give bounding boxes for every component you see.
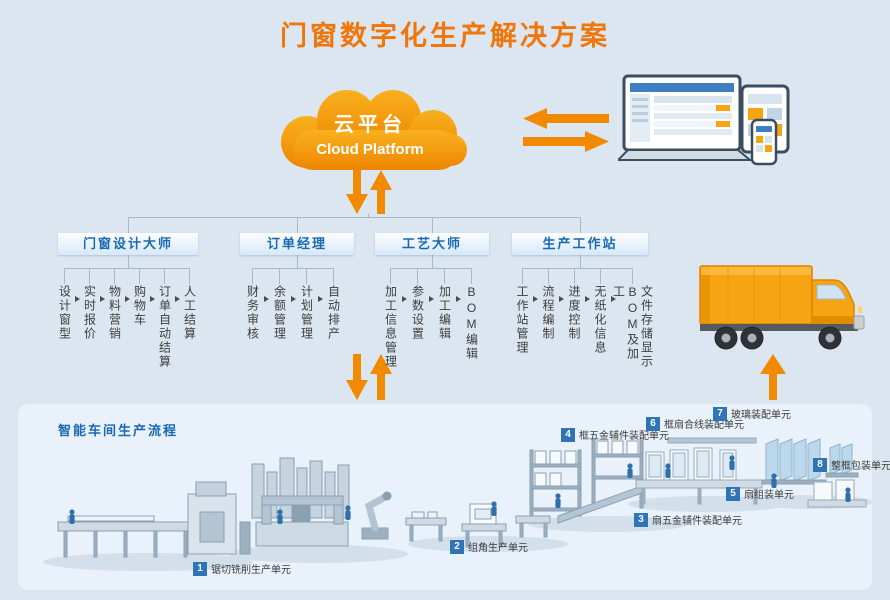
truck-illustration [699, 265, 865, 350]
tree-leaf: 文件存储显示BOM及加工 [611, 285, 654, 369]
tree-leaf: 实时报价 [77, 285, 105, 369]
tree-leaf: 加工信息管理 [377, 285, 407, 369]
unit-number-badge: 8 [813, 457, 827, 472]
tree-leaf: 物料营销 [102, 285, 130, 369]
factory-illustration [43, 437, 872, 571]
flow-arrow-icon [429, 296, 434, 302]
devices-illustration [618, 74, 790, 166]
unit-number-badge: 2 [450, 539, 464, 554]
tree-leaf: 订单自动结算 [152, 285, 180, 369]
workshop-unit-6: 6 框扇合线装配单元 [646, 416, 744, 431]
branch-label: 工艺大师 [401, 236, 462, 251]
flow-arrow-icon [611, 296, 616, 302]
flow-arrow-icon [125, 296, 130, 302]
flow-arrow-icon [585, 296, 590, 302]
tree-leaf: 流程编制 [535, 285, 564, 369]
tree-leaf: BOM编辑 [464, 285, 479, 361]
flow-arrow-icon [264, 296, 269, 302]
flow-arrow-icon [533, 296, 538, 302]
children-process-master: 加工信息管理 参数设置 加工编辑 BOM编辑 [377, 285, 485, 369]
unit-number-badge: 1 [193, 561, 207, 576]
page-title: 门窗数字化生产解决方案 [280, 21, 610, 51]
cloud-platform: 云平台 Cloud Platform [265, 82, 475, 178]
tree-leaf: 加工编辑 [431, 285, 461, 369]
branch-process-master: 工艺大师 [375, 233, 489, 255]
workshop-unit-2: 2 组角生产单元 [450, 539, 528, 554]
tree-leaf: 余额管理 [266, 285, 296, 341]
branch-label: 订单经理 [266, 236, 327, 251]
flow-arrow-icon [402, 296, 407, 302]
flow-arrow-icon [318, 296, 323, 302]
workshop-unit-3: 3 扇五金辅件装配单元 [634, 512, 742, 527]
workshop-unit-1: 1 锯切铣削生产单元 [193, 561, 291, 576]
branch-order-manager: 订单经理 [240, 233, 354, 255]
workshop-title: 智能车间生产流程 [58, 423, 179, 438]
unit-number-badge: 6 [646, 416, 660, 431]
sync-arrows-cloud-tree-icon [346, 170, 392, 214]
unit-label: 整框包装单元 [831, 461, 890, 472]
cloud-title-cn: 云平台 [334, 114, 406, 136]
unit-label: 组角生产单元 [468, 543, 528, 554]
branch-door-window-design-master: 门窗设计大师 [58, 233, 198, 255]
sync-arrows-cloud-devices-icon [523, 108, 609, 152]
branch-label: 门窗设计大师 [82, 236, 173, 251]
flow-arrow-icon [175, 296, 180, 302]
sync-arrows-tree-workshop-icon [346, 354, 392, 400]
cloud-title-en: Cloud Platform [316, 141, 424, 158]
workshop-unit-4: 4 框五金辅件装配单元 [561, 427, 669, 442]
unit-number-badge: 5 [726, 486, 740, 501]
branch-label: 生产工作站 [542, 236, 618, 251]
flow-arrow-icon [150, 296, 155, 302]
tree-leaf: 计划管理 [293, 285, 323, 341]
unit-label: 扇组装单元 [744, 490, 794, 501]
workshop-panel: 智能车间生产流程 1 锯切铣削生产单元 2 组角生产单元 3 扇五金辅件装配单元… [18, 404, 890, 590]
flow-arrow-icon [75, 296, 80, 302]
tree-leaf: 财务审核 [239, 285, 269, 341]
unit-number-badge: 3 [634, 512, 648, 527]
children-production-workstation: 工作站管理 流程编制 进度控制 无纸化信息 文件存储显示BOM及加工 [509, 285, 654, 369]
flow-arrow-icon [100, 296, 105, 302]
unit-number-badge: 4 [561, 427, 575, 442]
unit-label: 锯切铣削生产单元 [211, 565, 291, 576]
tree-leaf: 无纸化信息 [587, 285, 616, 369]
tree-leaf: 进度控制 [561, 285, 590, 369]
unit-label: 框五金辅件装配单元 [579, 431, 669, 442]
flow-arrow-icon [291, 296, 296, 302]
cloud-icon [281, 90, 467, 170]
unit-number-badge: 7 [713, 406, 727, 421]
flow-arrow-icon [456, 296, 461, 302]
workshop-unit-7: 7 玻璃装配单元 [713, 406, 791, 421]
workshop-unit-5: 5 扇组装单元 [726, 486, 794, 501]
unit-label: 框扇合线装配单元 [664, 420, 744, 431]
arrow-workshop-truck-icon [760, 354, 786, 400]
tree-leaf: 人工结算 [182, 285, 197, 341]
tree-leaf: 参数设置 [404, 285, 434, 369]
branch-production-workstation: 生产工作站 [512, 233, 648, 255]
children-design-master: 设计窗型 实时报价 物料营销 购物车 订单自动结算 人工结算 [52, 285, 202, 369]
tree-leaf: 购物车 [127, 285, 155, 369]
flow-arrow-icon [559, 296, 564, 302]
children-order-manager: 财务审核 余额管理 计划管理 自动排产 [239, 285, 347, 341]
tree-leaf: 自动排产 [326, 285, 341, 341]
unit-label: 扇五金辅件装配单元 [652, 516, 742, 527]
tree-leaf: 工作站管理 [509, 285, 538, 369]
tree-leaf: 设计窗型 [52, 285, 80, 369]
workshop-unit-8: 8 整框包装单元 [813, 457, 890, 472]
unit-label: 玻璃装配单元 [731, 410, 791, 421]
